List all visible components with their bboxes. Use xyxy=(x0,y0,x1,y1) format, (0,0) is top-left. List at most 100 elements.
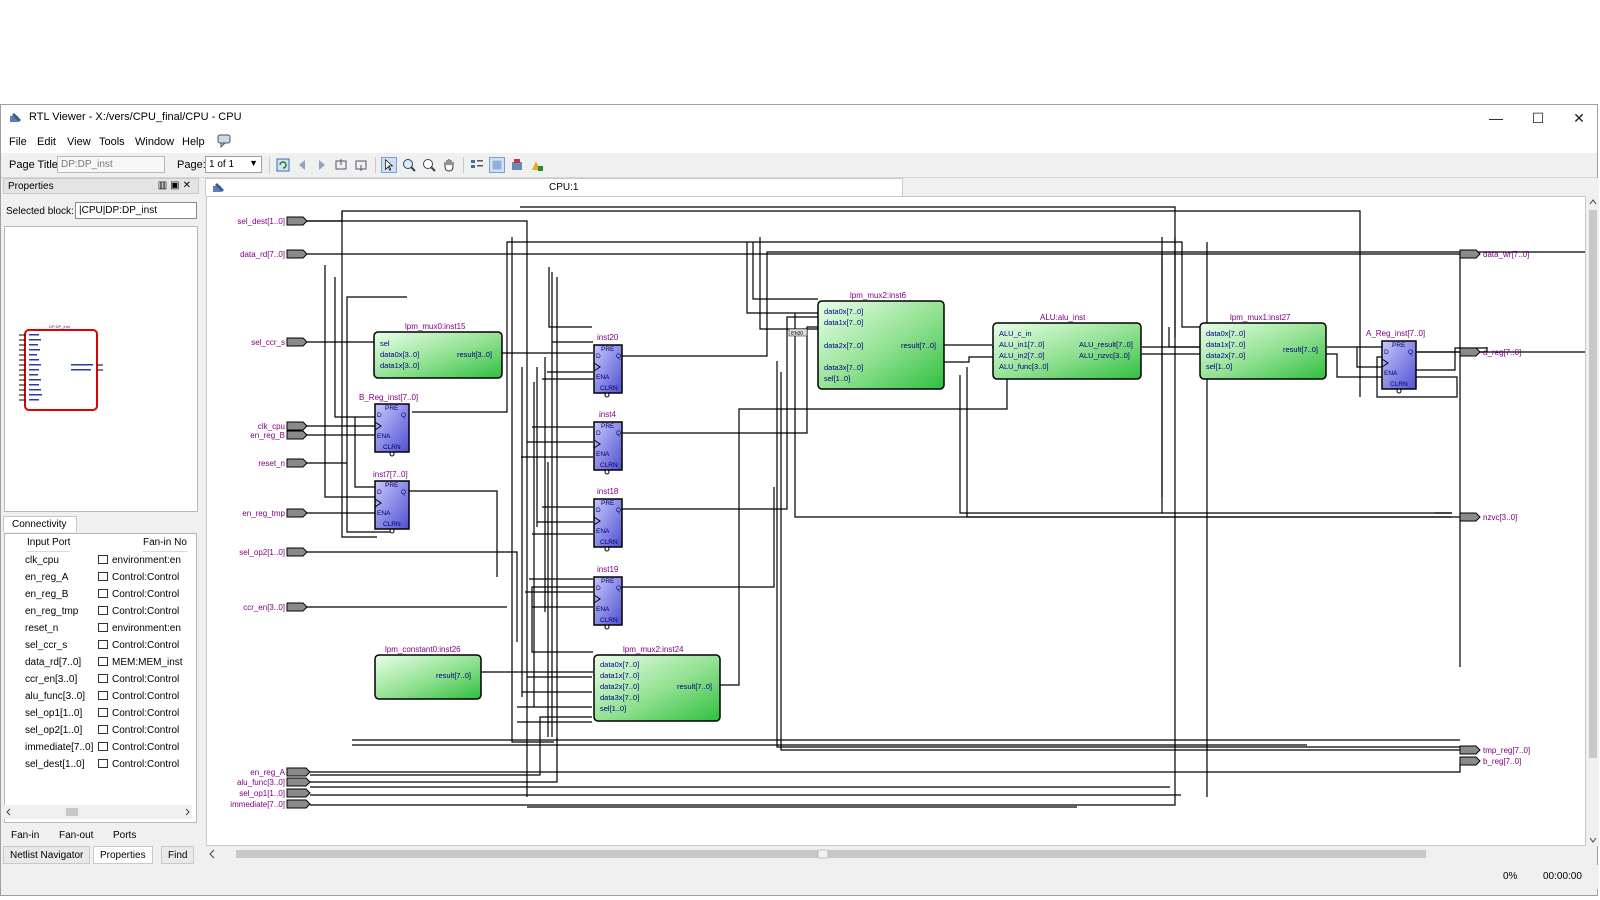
close-button[interactable]: ✕ xyxy=(1573,110,1585,126)
connectivity-scrollbar[interactable] xyxy=(4,805,192,819)
column-header-input-port[interactable]: Input Port xyxy=(27,534,71,552)
tab-fan-out[interactable]: Fan-out xyxy=(59,830,94,841)
schematic-canvas[interactable]: sel_dest[1..0] data_rd[7..0] sel_ccr_s c… xyxy=(206,196,1586,846)
table-row[interactable]: immediate[7..0]Control:Control xyxy=(25,742,180,753)
menu-file[interactable]: File xyxy=(9,136,27,148)
schematic-drawing: sel_dest[1..0] data_rd[7..0] sel_ccr_s c… xyxy=(230,206,1585,809)
refresh-icon[interactable] xyxy=(275,157,291,173)
menu-tools[interactable]: Tools xyxy=(99,136,125,148)
svg-text:result[7..0]: result[7..0] xyxy=(677,682,712,691)
svg-text:ALU_in1[7..0]: ALU_in1[7..0] xyxy=(999,340,1044,349)
hand-pan-icon[interactable] xyxy=(441,157,457,173)
document-tab-row: CPU:1 xyxy=(205,178,1599,196)
schematic-vertical-scrollbar[interactable] xyxy=(1587,196,1599,846)
svg-text:8'h00: 8'h00 xyxy=(791,331,803,337)
svg-text:result[7..0]: result[7..0] xyxy=(1283,345,1318,354)
tab-find[interactable]: Find xyxy=(161,846,195,864)
lpm-mux2-inst24-block[interactable]: lpm_mux2:inst24 data0x[7..0] data1x[7..0… xyxy=(593,645,721,722)
svg-text:data2x[7..0]: data2x[7..0] xyxy=(824,341,863,350)
svg-text:lpm_mux1:inst27: lpm_mux1:inst27 xyxy=(1230,313,1291,322)
lpm-mux2-inst6-block[interactable]: lpm_mux2:inst6 data0x[7..0] data1x[7..0]… xyxy=(788,291,945,390)
tab-fan-in[interactable]: Fan-in xyxy=(11,830,40,841)
b-reg-block[interactable]: B_Reg_inst[7..0] PRE D Q ENA CLRN xyxy=(359,393,418,457)
svg-text:sel_ccr_s: sel_ccr_s xyxy=(251,338,285,347)
connectivity-tab[interactable]: Connectivity xyxy=(3,516,77,532)
hierarchy-list-icon[interactable] xyxy=(469,157,485,173)
tab-netlist-navigator[interactable]: Netlist Navigator xyxy=(3,846,91,864)
svg-text:nzvc[3..0]: nzvc[3..0] xyxy=(1483,513,1517,522)
column-header-fan-in[interactable]: Fan-in No xyxy=(143,534,187,552)
svg-text:PRE: PRE xyxy=(601,578,615,585)
rtl-viewer-tab-icon xyxy=(213,183,224,192)
block-thumbnail[interactable]: DP:DP_inst xyxy=(4,226,198,512)
table-row[interactable]: sel_op2[1..0]Control:Control xyxy=(25,725,180,736)
lpm-constant0-block[interactable]: lpm_constant0:inst26 result[7..0] xyxy=(374,645,482,700)
lpm-mux1-block[interactable]: lpm_mux1:inst27 data0x[7..0] data1x[7..0… xyxy=(1199,313,1327,380)
svg-text:clk_cpu: clk_cpu xyxy=(258,422,285,431)
zoom-fit-icon[interactable] xyxy=(421,157,437,173)
svg-text:data1x[3..0]: data1x[3..0] xyxy=(380,361,419,370)
svg-text:Q: Q xyxy=(616,585,621,592)
inst7-block[interactable]: inst7[7..0] PRE D Q ENA CLRN xyxy=(373,470,410,534)
menu-edit[interactable]: Edit xyxy=(37,136,56,148)
tab-ports[interactable]: Ports xyxy=(113,830,137,841)
tab-cpu-1[interactable]: CPU:1 xyxy=(205,178,903,196)
svg-text:data0x[3..0]: data0x[3..0] xyxy=(380,350,419,359)
rtl-viewer-window: RTL Viewer - X:/vers/CPU_final/CPU - CPU… xyxy=(0,104,1599,896)
properties-header: Properties ▥▣✕ xyxy=(3,178,199,194)
table-row[interactable]: alu_func[3..0]Control:Control xyxy=(25,691,180,702)
a-reg-block[interactable]: A_Reg_inst[7..0] PRE D Q ENA CLRN xyxy=(1366,329,1425,394)
svg-text:Q: Q xyxy=(616,353,621,360)
filter-icon[interactable] xyxy=(509,157,525,173)
toolbar: Page Title: DP:DP_inst Page: 1 of 1 ▼ xyxy=(1,153,1597,178)
go-down-icon[interactable] xyxy=(353,157,369,173)
menu-view[interactable]: View xyxy=(67,136,91,148)
svg-text:ALU:alu_inst: ALU:alu_inst xyxy=(1040,313,1086,322)
svg-text:CLRN: CLRN xyxy=(600,539,618,546)
svg-text:sel_op1[1..0]: sel_op1[1..0] xyxy=(239,789,285,798)
table-row[interactable]: ccr_en[3..0]Control:Control xyxy=(25,674,180,685)
svg-text:ENA: ENA xyxy=(596,528,610,535)
back-icon[interactable] xyxy=(295,157,311,173)
minimize-button[interactable]: — xyxy=(1489,110,1503,126)
table-row[interactable]: data_rd[7..0]MEM:MEM_inst xyxy=(25,657,183,668)
table-row[interactable]: sel_dest[1..0]Control:Control xyxy=(25,759,180,770)
svg-text:result[7..0]: result[7..0] xyxy=(436,671,471,680)
selected-block-field[interactable]: |CPU|DP:DP_inst xyxy=(75,202,197,219)
tab-properties[interactable]: Properties xyxy=(93,846,153,864)
title-bar: RTL Viewer - X:/vers/CPU_final/CPU - CPU… xyxy=(1,105,1597,131)
svg-text:a_reg[7..0]: a_reg[7..0] xyxy=(1483,348,1521,357)
page-title-field[interactable]: DP:DP_inst xyxy=(57,156,165,173)
menu-bar: File Edit View Tools Window Help xyxy=(1,131,1597,176)
page-select[interactable]: 1 of 1 ▼ xyxy=(205,156,262,173)
svg-text:data_rd[7..0]: data_rd[7..0] xyxy=(240,250,285,259)
netlist-icon[interactable] xyxy=(489,157,505,173)
help-speech-icon[interactable] xyxy=(217,134,231,148)
panel-controls[interactable]: ▥▣✕ xyxy=(157,180,194,191)
svg-text:ALU_result[7..0]: ALU_result[7..0] xyxy=(1079,340,1133,349)
svg-text:Q: Q xyxy=(616,507,621,514)
zoom-in-icon[interactable] xyxy=(401,157,417,173)
svg-text:reset_n: reset_n xyxy=(258,459,285,468)
lpm-mux0-block[interactable]: lpm_mux0:inst15 sel data0x[3..0] data1x[… xyxy=(373,322,503,379)
table-row[interactable]: sel_op1[1..0]Control:Control xyxy=(25,708,180,719)
highlight-icon[interactable] xyxy=(529,157,545,173)
select-pointer-icon[interactable] xyxy=(381,157,397,173)
menu-window[interactable]: Window xyxy=(135,136,175,148)
menu-help[interactable]: Help xyxy=(182,136,205,148)
go-up-icon[interactable] xyxy=(333,157,349,173)
maximize-button[interactable]: ☐ xyxy=(1531,110,1545,126)
schematic-horizontal-scrollbar[interactable] xyxy=(206,847,1586,861)
alu-block[interactable]: ALU:alu_inst ALU_c_in ALU_in1[7..0] ALU_… xyxy=(992,313,1142,380)
forward-icon[interactable] xyxy=(313,157,329,173)
